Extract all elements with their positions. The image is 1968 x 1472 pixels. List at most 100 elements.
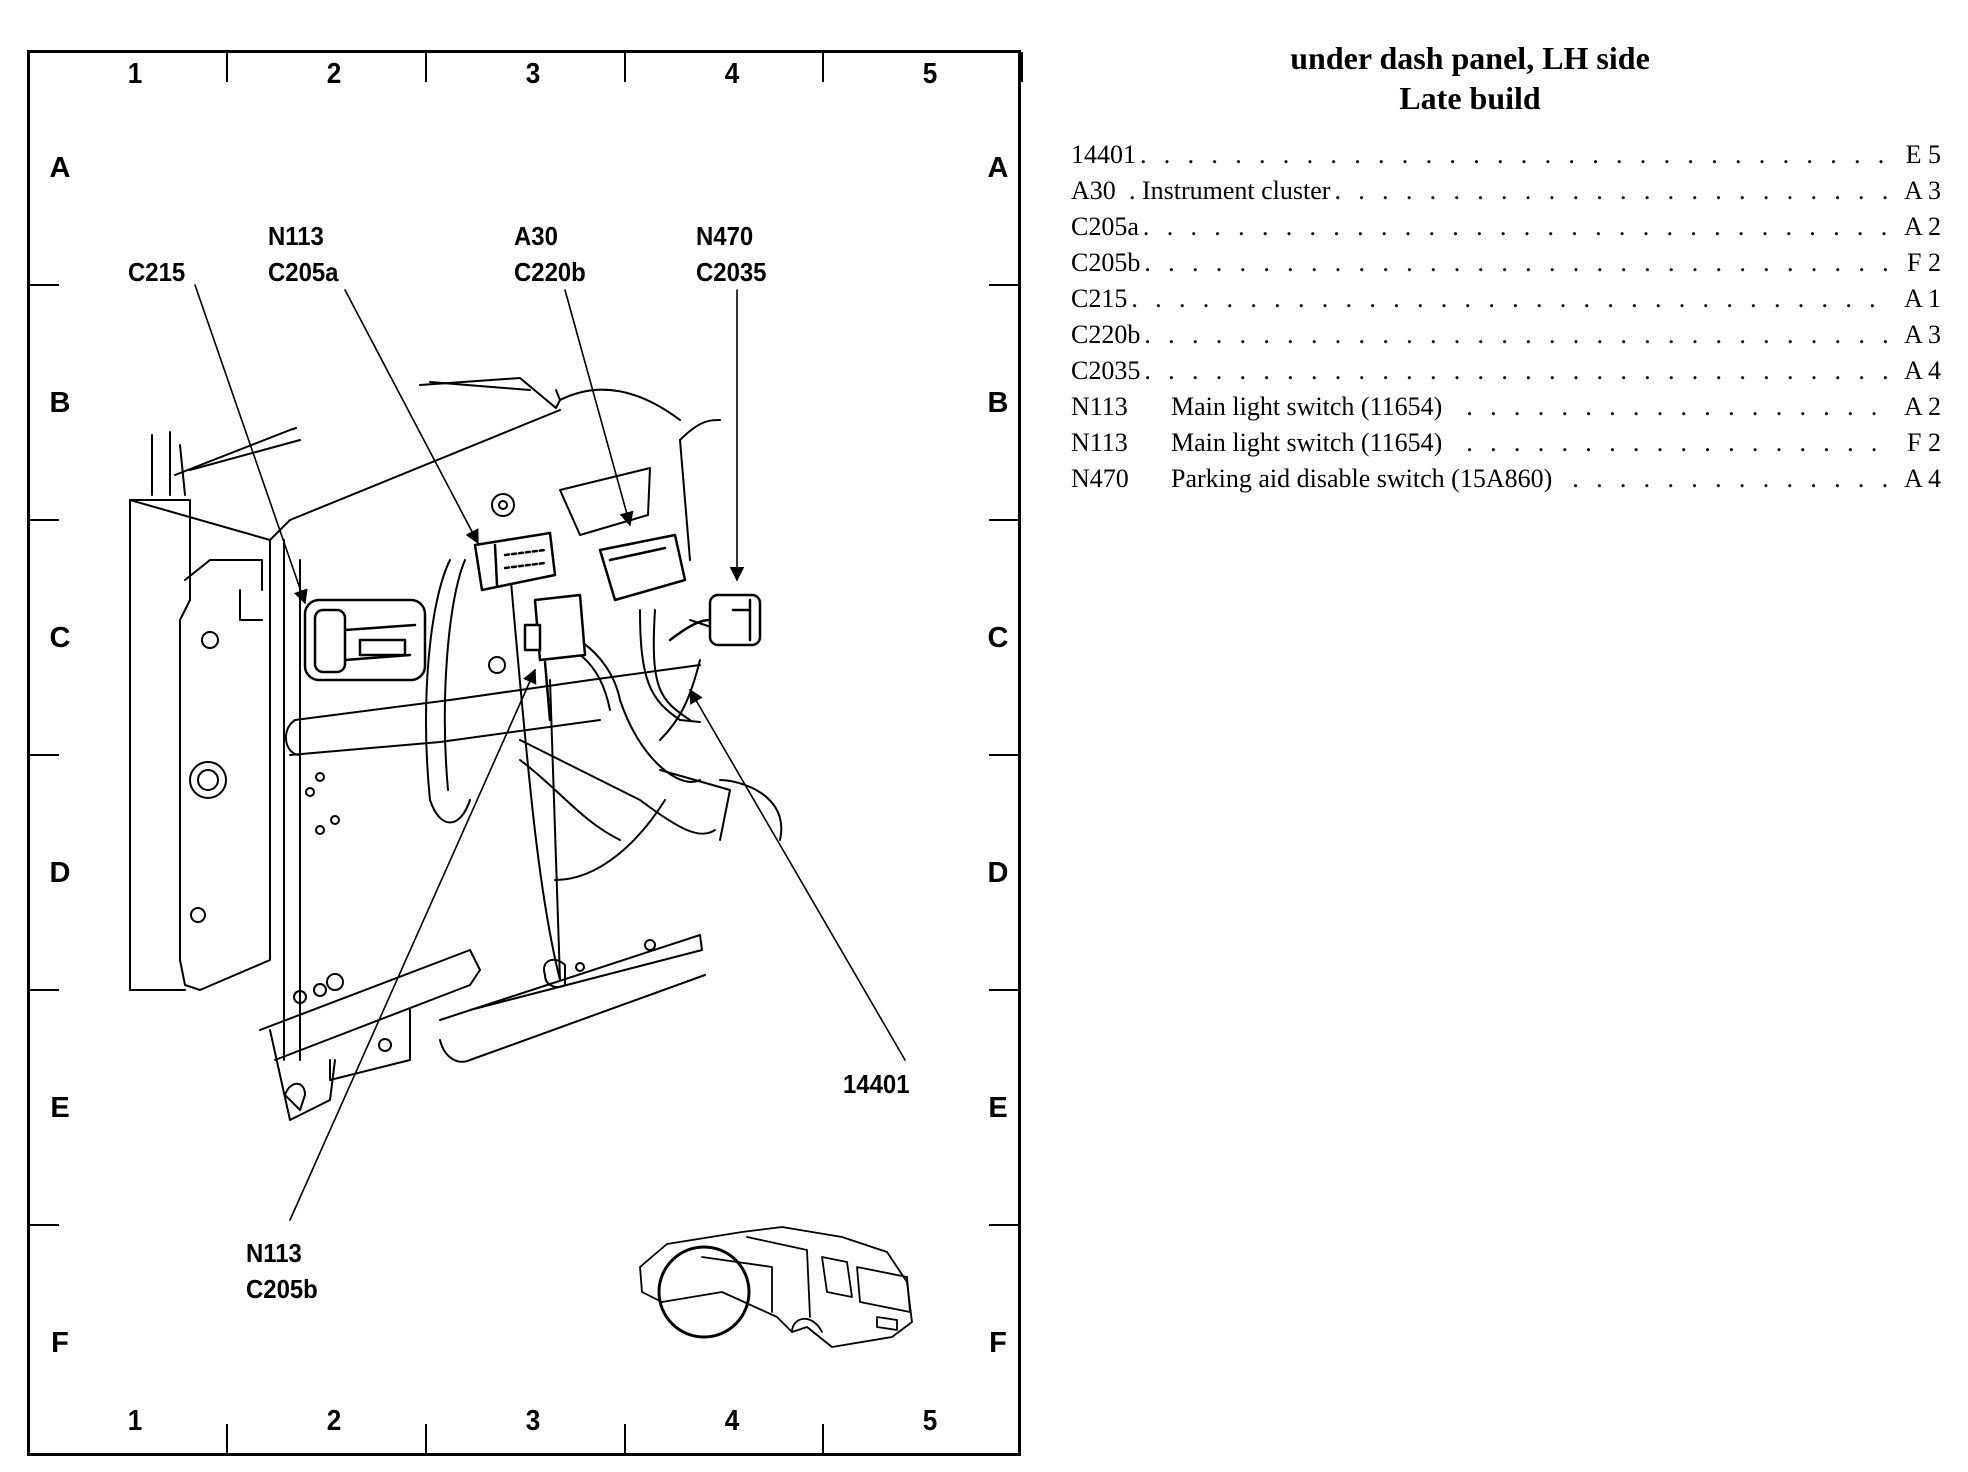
grid-tick: [989, 1224, 1021, 1226]
legend-code: N113: [1071, 428, 1128, 457]
grid-tick: [822, 1424, 824, 1454]
legend-code: C205b: [1071, 248, 1141, 277]
leader-dots: [1143, 212, 1893, 242]
grid-tick: [425, 52, 427, 82]
legend-code: A30: [1071, 176, 1116, 205]
legend-code: N470: [1071, 464, 1129, 493]
legend-location: A 3: [1904, 320, 1941, 349]
grid-col-label-bottom: 3: [525, 1405, 541, 1437]
title-line-1: under dash panel, LH side: [1290, 40, 1650, 76]
leader-dots: [1144, 320, 1893, 350]
page-title: under dash panel, LH side Late build: [1160, 38, 1780, 118]
legend-code: 14401: [1071, 140, 1136, 169]
grid-row-label-right: A: [987, 152, 1009, 184]
component-legend: 14401 E 5 A30 . Instrument cluster A 3 C…: [1071, 140, 1941, 500]
grid-col-label-top: 2: [326, 58, 342, 90]
grid-tick: [27, 284, 59, 286]
leader-lines: [194, 284, 906, 1221]
grid-tick: [989, 989, 1021, 991]
legend-location: F 2: [1907, 428, 1941, 457]
grid-tick: [822, 52, 824, 82]
callout-text: C205b: [246, 1274, 318, 1304]
legend-description: Parking aid disable switch (15A860): [1171, 464, 1553, 493]
legend-location: A 3: [1904, 176, 1941, 205]
legend-row: C215 A 1: [1071, 284, 1941, 320]
grid-row-label-left: A: [49, 152, 71, 184]
connector-c205a: [473, 531, 557, 592]
grid-tick: [226, 1424, 228, 1454]
leader-dots: [1131, 284, 1893, 314]
legend-row: C2035 A 4: [1071, 356, 1941, 392]
legend-row: C205b F 2: [1071, 248, 1941, 284]
leader-c205a: [344, 289, 479, 545]
legend-location: F 2: [1907, 248, 1941, 277]
legend-description: . Instrument cluster: [1129, 176, 1331, 205]
grid-tick: [27, 754, 59, 756]
legend-code: C215: [1071, 284, 1128, 313]
legend-code: C2035: [1071, 356, 1141, 385]
legend-code: C220b: [1071, 320, 1141, 349]
vehicle-locator-icon: [639, 1226, 913, 1348]
legend-location: A 2: [1904, 392, 1941, 421]
grid-col-label-bottom: 2: [326, 1405, 342, 1437]
title-line-2: Late build: [1399, 80, 1541, 116]
callout-n113-c205b: N113 C205b: [246, 1235, 318, 1307]
callout-text: N470: [696, 221, 754, 251]
leader-dots: [1140, 140, 1893, 170]
connector-c220b: [598, 533, 687, 602]
grid-tick: [27, 1224, 59, 1226]
diagram-frame: [27, 50, 1021, 1456]
grid-row-label-left: E: [50, 1092, 70, 1124]
legend-row: N470 Parking aid disable switch (15A860)…: [1071, 464, 1941, 500]
grid-tick: [226, 52, 228, 82]
callout-text: N113: [246, 1238, 302, 1268]
legend-location: A 1: [1904, 284, 1941, 313]
legend-location: A 4: [1904, 464, 1941, 493]
leader-dots: [1466, 428, 1893, 458]
callout-n470-c2035: N470 C2035: [696, 218, 766, 290]
grid-col-label-bottom: 4: [724, 1405, 740, 1437]
callout-c215: C215: [128, 254, 185, 290]
callout-14401: 14401: [843, 1066, 910, 1102]
grid-col-label-top: 3: [525, 58, 541, 90]
legend-row: 14401 E 5: [1071, 140, 1941, 176]
leader-dots: [1572, 464, 1893, 494]
grid-tick: [425, 1424, 427, 1454]
grid-row-label-right: C: [987, 622, 1009, 654]
callout-text: C215: [128, 257, 186, 287]
legend-row: C205a A 2: [1071, 212, 1941, 248]
callout-text: 14401: [843, 1069, 910, 1099]
callout-text: N113: [268, 221, 324, 251]
grid-row-label-right: F: [989, 1327, 1007, 1359]
leader-dots: [1334, 176, 1893, 206]
connector-c215: [303, 598, 427, 682]
grid-tick: [989, 754, 1021, 756]
leader-14401: [689, 688, 906, 1061]
grid-tick: [624, 52, 626, 82]
legend-code: N113: [1071, 392, 1128, 421]
legend-location: E 5: [1905, 140, 1941, 169]
leader-c205b: [289, 668, 537, 1221]
connector-c205b: [523, 593, 587, 722]
legend-row: N113 Main light switch (11654) A 2: [1071, 392, 1941, 428]
grid-col-label-bottom: 5: [922, 1405, 938, 1437]
grid-row-label-right: D: [987, 857, 1009, 889]
grid-col-label-top: 1: [127, 58, 143, 90]
legend-location: A 2: [1904, 212, 1941, 241]
dash-panel-outline: [129, 377, 721, 1121]
callout-n113-c205a: N113 C205a: [268, 218, 338, 290]
leader-dots: [1144, 356, 1893, 386]
grid-tick: [27, 989, 59, 991]
grid-col-label-top: 5: [922, 58, 938, 90]
legend-row: A30 . Instrument cluster A 3: [1071, 176, 1941, 212]
grid-row-label-right: E: [988, 1092, 1008, 1124]
leader-dots: [1144, 248, 1893, 278]
legend-description: Main light switch (11654): [1171, 428, 1443, 457]
legend-row: C220b A 3: [1071, 320, 1941, 356]
legend-row: N113 Main light switch (11654) F 2: [1071, 428, 1941, 464]
grid-tick: [1021, 52, 1023, 82]
grid-col-label-bottom: 1: [127, 1405, 143, 1437]
callout-text: C220b: [514, 257, 586, 287]
grid-row-label-left: D: [49, 857, 71, 889]
